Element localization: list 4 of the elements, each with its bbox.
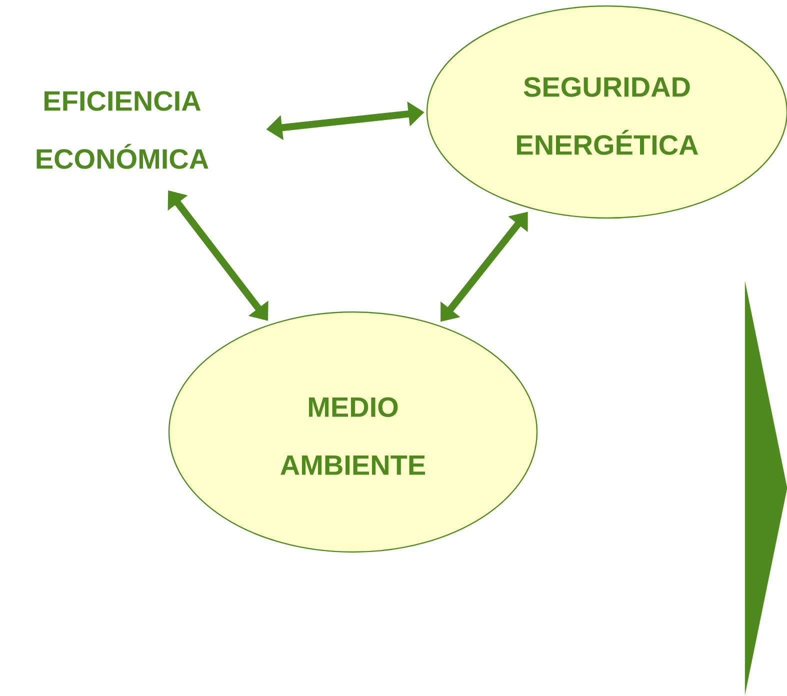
node-text: EFICIENCIA ECONÓMICA [36, 91, 208, 169]
ellipse-node: MEDIO AMBIENTE [168, 311, 538, 553]
chevron-shape [744, 280, 787, 696]
ellipse-node: SEGURIDAD ENERGÉTICA [426, 5, 787, 219]
